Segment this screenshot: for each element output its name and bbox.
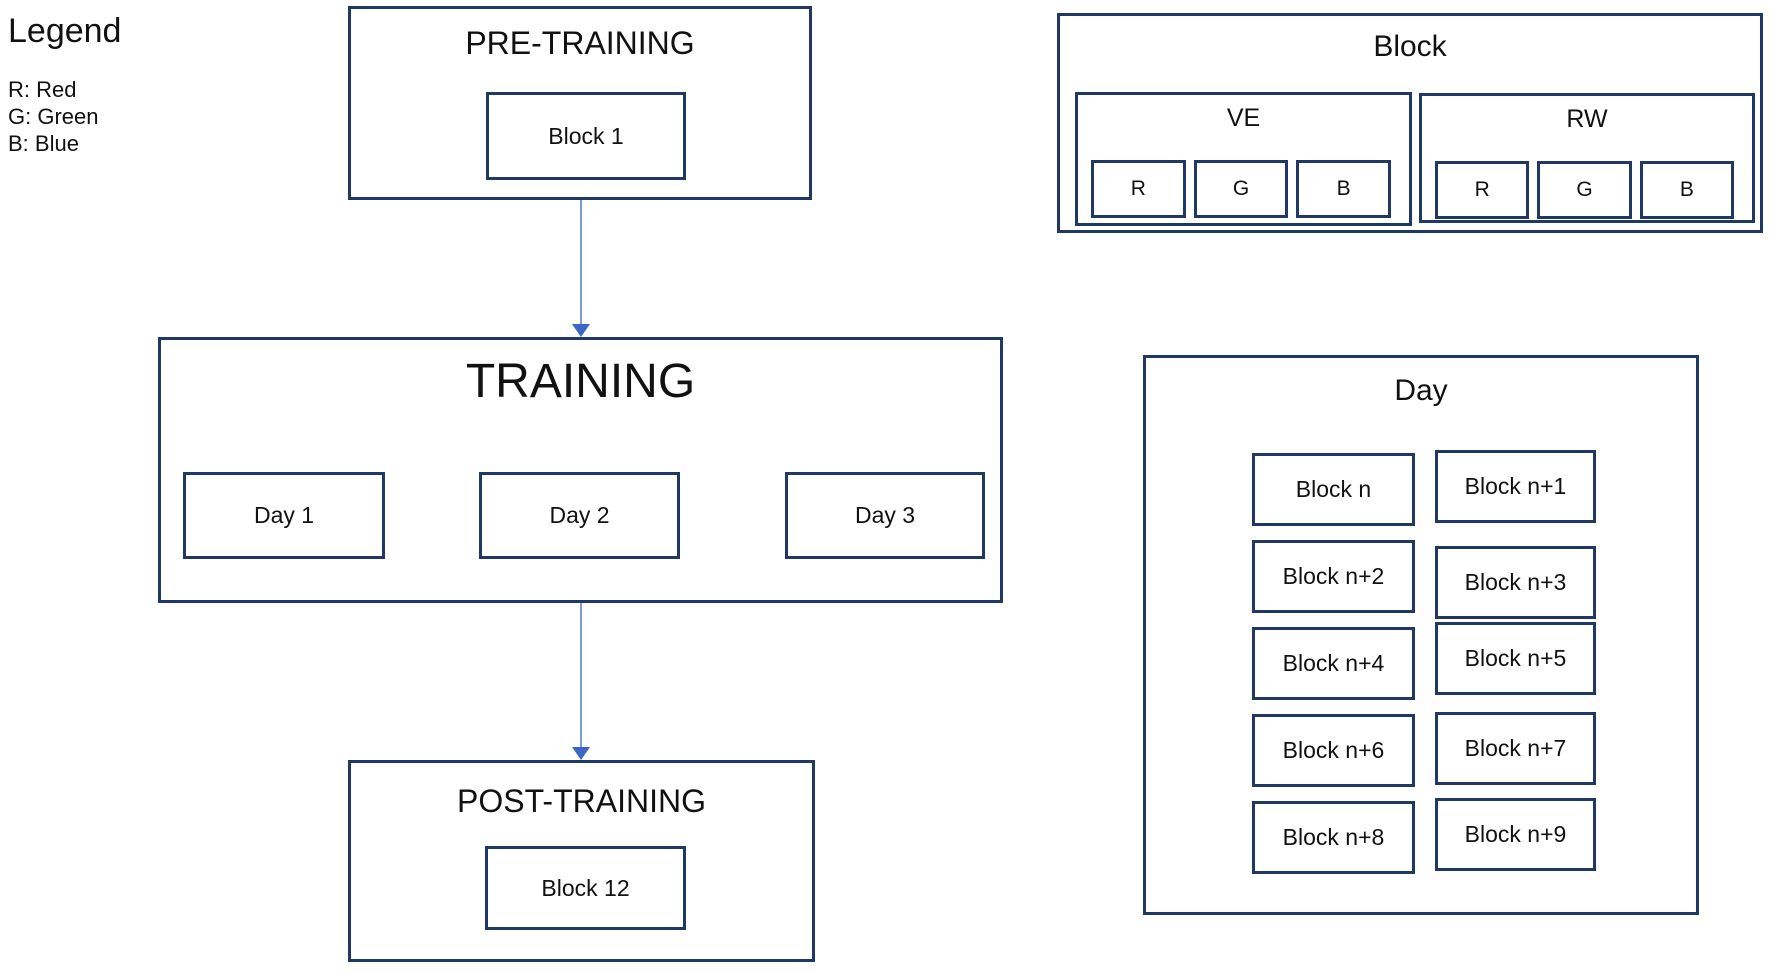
legend-items: R: Red G: Green B: Blue [8,76,98,157]
day-block-n: Block n [1252,453,1415,526]
legend-item-green: G: Green [8,104,99,129]
flow-arrow-pre-to-training [572,200,590,337]
trial-ve-g: G [1193,160,1289,218]
arrowhead-down-icon [572,324,590,337]
post-training-box: POST-TRAINING Block 12 [348,760,815,962]
arrow-line [580,200,582,326]
condition-rw-box: RW R G B [1419,93,1755,223]
pre-training-box: PRE-TRAINING Block 1 [348,6,812,200]
legend-title: Legend [8,12,122,50]
trial-ve-b: B [1296,160,1392,218]
training-title: TRAINING [465,355,696,408]
day-block-n4: Block n+4 [1252,627,1415,700]
condition-rw-trials: R G B [1435,161,1734,219]
legend-item-red: R: Red [8,77,77,102]
condition-ve-label: VE [1226,104,1261,132]
arrowhead-down-icon [572,747,590,760]
pre-training-block-1: Block 1 [486,92,686,180]
day-blocks-grid: Block n Block n+1 Block n+2 Block n+3 Bl… [1252,450,1596,874]
trial-ve-r: R [1091,160,1186,218]
block-detail-title: Block [1373,30,1447,63]
day-block-n3: Block n+3 [1435,546,1596,619]
day-detail-title: Day [1394,374,1448,407]
flow-arrow-training-to-post [572,603,590,760]
day-block-n5: Block n+5 [1435,622,1596,695]
day-block-n6: Block n+6 [1252,714,1415,787]
day-detail-panel: Day Block n Block n+1 Block n+2 Block n+… [1143,355,1699,915]
training-day-3: Day 3 [785,472,985,559]
block-detail-panel: Block VE R G B RW R G B [1057,13,1763,233]
pre-training-title: PRE-TRAINING [465,25,695,61]
training-day-2: Day 2 [479,472,680,559]
trial-rw-r: R [1435,161,1530,219]
condition-ve-box: VE R G B [1075,92,1412,226]
trial-rw-b: B [1639,161,1734,219]
training-box: TRAINING Day 1 Day 2 Day 3 [158,337,1003,603]
day-block-n2: Block n+2 [1252,540,1415,613]
post-training-title: POST-TRAINING [457,783,706,819]
day-block-n1: Block n+1 [1435,450,1596,523]
trial-rw-g: G [1537,161,1632,219]
legend-item-blue: B: Blue [8,131,79,156]
post-training-block-12: Block 12 [485,846,686,930]
day-block-n9: Block n+9 [1435,798,1596,871]
training-day-1: Day 1 [183,472,385,559]
day-block-n7: Block n+7 [1435,712,1596,785]
day-block-n8: Block n+8 [1252,801,1415,874]
arrow-line [580,603,582,749]
condition-rw-label: RW [1566,105,1608,133]
condition-ve-trials: R G B [1091,160,1392,218]
